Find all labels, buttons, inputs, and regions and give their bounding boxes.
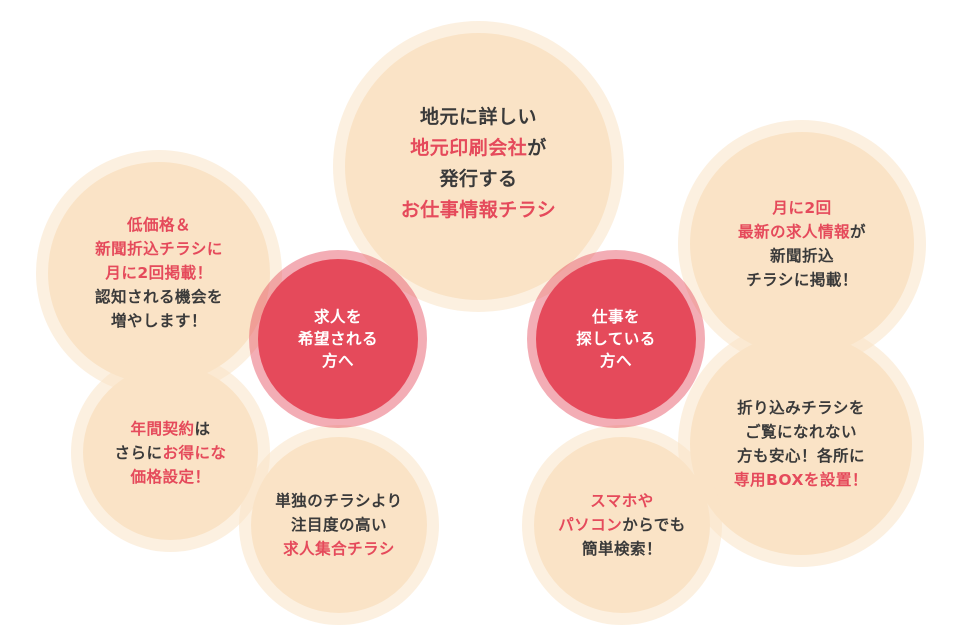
seeker-center-circle: 仕事を 探している 方へ [536,259,696,419]
employer-contract-text: 年間契約は さらにお得にな 価格設定！ [114,419,227,486]
employer-collective-text: 単独のチラシより 注目度の高い 求人集合チラシ [275,492,403,558]
seeker-mobile-text: スマホや パソコンからでも 簡単検索！ [558,492,686,558]
employer-price-text: 低価格＆ 新聞折込チラシに 月に2回掲載！ 認知される機会を 増やします！ [94,216,223,330]
top-feature-circle: 地元に詳しい 地元印刷会社が 発行する お仕事情報チラシ [345,33,612,300]
top-feature-text: 地元に詳しい 地元印刷会社が 発行する お仕事情報チラシ [401,102,557,226]
employer-circle-collective: 単独のチラシより 注目度の高い 求人集合チラシ [251,437,427,613]
seeker-center-text: 仕事を 探している 方へ [576,308,656,370]
employer-circle-price: 低価格＆ 新聞折込チラシに 月に2回掲載！ 認知される機会を 増やします！ [48,162,270,384]
seeker-box-text: 折り込みチラシを ご覧になれない 方も安心！各所に 専用BOXを設置！ [734,399,868,489]
top-line-3: 発行する [439,167,518,190]
employer-center-circle: 求人を 希望される 方へ [258,259,418,419]
seeker-circle-box: 折り込みチラシを ご覧になれない 方も安心！各所に 専用BOXを設置！ [690,333,912,555]
top-line-2: 地元印刷会社が [410,136,547,159]
employer-circle-contract: 年間契約は さらにお得にな 価格設定！ [83,365,258,540]
top-line-4: お仕事情報チラシ [400,198,557,221]
top-line-1: 地元に詳しい [419,105,537,128]
seeker-circle-mobile: スマホや パソコンからでも 簡単検索！ [534,437,710,613]
employer-center-text: 求人を 希望される 方へ [297,308,378,370]
seeker-circle-latest: 月に2回 最新の求人情報が 新聞折込 チラシに掲載！ [690,132,914,356]
seeker-latest-text: 月に2回 最新の求人情報が 新聞折込 チラシに掲載！ [737,199,867,289]
